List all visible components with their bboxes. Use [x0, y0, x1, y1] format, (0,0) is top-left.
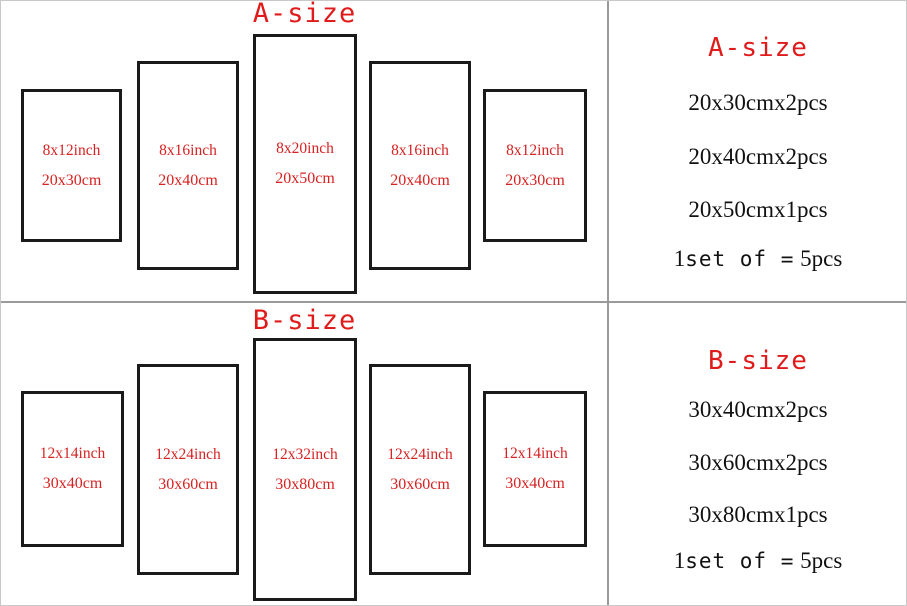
- b-size-total-middle: set of =: [685, 549, 795, 573]
- b-size-legend-line-3: 30x80cmx1pcs: [688, 502, 828, 527]
- a-size-total-pieces: 5pcs: [800, 246, 843, 271]
- b-size-canvas-5-cm: 30x40cm: [505, 475, 565, 492]
- b-size-canvas-2: 12x24inch 30x60cm: [137, 364, 239, 575]
- b-size-diagram-title: B-size: [252, 305, 357, 336]
- a-size-legend-line-3: 20x50cmx1pcs: [688, 197, 828, 222]
- b-size-canvas-5: 12x14inch 30x40cm: [483, 391, 587, 547]
- a-size-total-middle: set of =: [685, 247, 795, 271]
- b-size-canvas-1-cm: 30x40cm: [42, 475, 103, 492]
- b-size-legend-panel: B-size 30x40cmx2pcs 30x60cmx2pcs 30x80cm…: [610, 304, 906, 605]
- a-size-diagram-panel: A-size 8x12inch 20x30cm 8x16inch 20x40cm…: [1, 1, 608, 302]
- a-size-canvas-3: 8x20inch 20x50cm: [253, 34, 357, 294]
- a-size-canvas-1: 8x12inch 20x30cm: [21, 89, 122, 242]
- a-size-legend-line-1: 20x30cmx2pcs: [688, 90, 828, 115]
- a-size-canvas-5-cm: 20x30cm: [505, 171, 565, 189]
- a-size-canvas-4: 8x16inch 20x40cm: [369, 61, 471, 270]
- a-size-canvas-3-cm: 20x50cm: [275, 170, 335, 187]
- a-size-legend-line-2: 20x40cmx2pcs: [688, 144, 828, 169]
- a-size-diagram-title: A-size: [252, 1, 357, 29]
- b-size-canvas-4: 12x24inch 30x60cm: [369, 364, 471, 575]
- b-size-canvas-3-inch: 12x32inch: [272, 445, 338, 463]
- b-size-legend-total: 1set of = 5pcs: [610, 547, 906, 575]
- a-size-legend-title: A-size: [708, 33, 808, 63]
- a-size-legend-total: 1set of = 5pcs: [610, 245, 906, 273]
- a-size-canvas-4-inch: 8x16inch: [391, 141, 449, 159]
- b-size-canvas-3-cm: 30x80cm: [275, 475, 335, 493]
- a-size-canvas-1-inch: 8x12inch: [42, 141, 101, 159]
- a-size-canvas-5-inch: 8x12inch: [506, 141, 564, 159]
- a-size-legend-panel: A-size 20x30cmx2pcs 20x40cmx2pcs 20x50cm…: [610, 1, 906, 302]
- b-size-canvas-3: 12x32inch 30x80cm: [253, 338, 357, 601]
- b-size-canvas-4-cm: 30x60cm: [390, 475, 450, 493]
- a-size-total-count: 1: [673, 246, 686, 271]
- b-size-canvas-2-cm: 30x60cm: [158, 475, 218, 493]
- b-size-diagram-panel: B-size 12x14inch 30x40cm 12x24inch 30x60…: [1, 304, 608, 605]
- horizontal-divider: [1, 301, 906, 303]
- b-size-total-pieces: 5pcs: [800, 548, 843, 573]
- a-size-canvas-1-cm: 20x30cm: [41, 171, 102, 189]
- a-size-canvas-2-inch: 8x16inch: [159, 141, 217, 159]
- b-size-canvas-1: 12x14inch 30x40cm: [21, 391, 124, 547]
- a-size-canvas-2: 8x16inch 20x40cm: [137, 61, 239, 270]
- b-size-canvas-4-inch: 12x24inch: [387, 445, 453, 463]
- b-size-legend-line-1: 30x40cmx2pcs: [688, 397, 828, 422]
- b-size-canvas-5-inch: 12x14inch: [502, 445, 568, 462]
- a-size-canvas-3-inch: 8x20inch: [276, 140, 334, 157]
- b-size-legend-line-2: 30x60cmx2pcs: [688, 450, 828, 475]
- a-size-canvas-5: 8x12inch 20x30cm: [483, 89, 587, 242]
- b-size-canvas-2-inch: 12x24inch: [155, 445, 221, 463]
- vertical-divider: [607, 1, 609, 605]
- a-size-canvas-2-cm: 20x40cm: [158, 171, 218, 189]
- b-size-legend-title: B-size: [708, 346, 808, 376]
- b-size-canvas-1-inch: 12x14inch: [39, 445, 106, 462]
- b-size-total-count: 1: [673, 548, 686, 573]
- a-size-canvas-4-cm: 20x40cm: [390, 171, 450, 189]
